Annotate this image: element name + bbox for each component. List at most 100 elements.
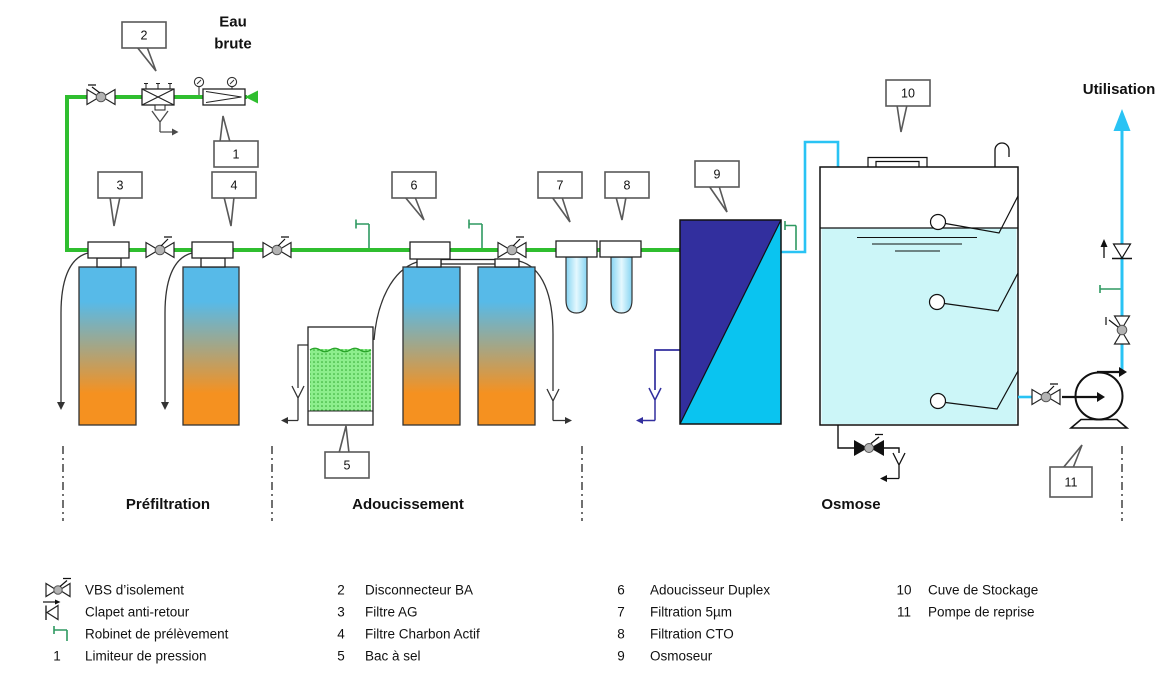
valve-handle <box>277 236 289 247</box>
valve-handle <box>88 84 101 94</box>
manhole <box>867 156 928 167</box>
isolation-valve <box>1105 315 1131 345</box>
raw-water-inlet-arrow <box>245 90 258 104</box>
check-valve-icon <box>43 599 61 621</box>
test-cocks <box>144 83 172 89</box>
brine-line <box>373 261 418 341</box>
down-arrow-icon <box>57 402 65 410</box>
flow-arrow-icon <box>1119 367 1127 377</box>
pressure-limiter <box>193 76 246 106</box>
legend-label: Disconnecteur BA <box>365 583 473 598</box>
filtration-5um <box>555 240 598 314</box>
right-arrow-icon <box>172 128 179 136</box>
vbs-valve <box>262 236 292 259</box>
callout-9: 9 <box>694 160 740 213</box>
float-switch <box>929 370 1019 410</box>
legend-label: Cuve de Stockage <box>928 583 1038 598</box>
legend-label: Filtration CTO <box>650 627 734 642</box>
vbs-valve <box>497 236 527 259</box>
right-arrow-icon <box>565 417 572 424</box>
legend-label: Clapet anti-retour <box>85 605 190 620</box>
callout-number: 6 <box>411 179 418 193</box>
sampling-tap-icon <box>1099 285 1121 293</box>
valve-handle <box>870 433 883 445</box>
softener-duplex <box>402 241 536 426</box>
check-valve <box>1100 239 1132 260</box>
callout-3: 3 <box>97 171 143 227</box>
callout-number: 10 <box>901 87 915 101</box>
osmosis-unit <box>679 219 782 425</box>
stored-water <box>821 228 1017 424</box>
callout-number: 4 <box>231 179 238 193</box>
softener-drain <box>518 260 572 424</box>
legend-label: Robinet de prélèvement <box>85 627 229 642</box>
vbs-valve <box>86 84 116 106</box>
filtration-cto <box>599 240 642 314</box>
callout-number: 2 <box>141 29 148 43</box>
raw-water-label-line2: brute <box>214 36 252 53</box>
callout-number: 1 <box>233 148 240 162</box>
filter-cto-tank-drain <box>161 252 193 410</box>
legend: 1 VBS d’isolement Clapet anti-retour Rob… <box>43 577 1038 664</box>
callout-10: 10 <box>885 79 931 133</box>
vbs-valve <box>145 236 175 259</box>
callout-number: 9 <box>714 168 721 182</box>
legend-label: Limiteur de pression <box>85 649 207 664</box>
float-switch <box>928 272 1019 312</box>
storage-tank-drain <box>837 425 906 482</box>
legend-number: 7 <box>617 605 625 620</box>
sampling-tap-icon <box>784 221 797 250</box>
salt-tank-drain <box>281 344 308 424</box>
filter-ag-tank <box>78 241 137 426</box>
sampling-tap-icon <box>468 219 483 248</box>
pump-base <box>1068 418 1130 429</box>
legend-label: Bac à sel <box>365 649 421 664</box>
sampling-tap-icon <box>355 219 370 248</box>
legend-label: Filtre AG <box>365 605 418 620</box>
section-label-osmose: Osmose <box>821 496 880 513</box>
legend-label: Filtre Charbon Actif <box>365 627 480 642</box>
sampling-tap-icon <box>53 626 68 641</box>
float-switch <box>929 195 1019 234</box>
section-label-prefiltration: Préfiltration <box>126 496 210 513</box>
cartridge <box>610 256 633 314</box>
left-arrow-icon <box>636 417 643 424</box>
legend-number: 11 <box>897 605 911 620</box>
permeate-pipe <box>781 140 840 254</box>
vbs-valve-icon <box>45 577 71 598</box>
down-arrow-icon <box>161 402 169 410</box>
legend-label: Adoucisseur Duplex <box>650 583 770 598</box>
legend-label: VBS d’isolement <box>85 583 184 598</box>
salt-tank <box>307 326 374 426</box>
left-arrow-icon <box>281 417 288 424</box>
callout-4: 4 <box>211 171 257 227</box>
callout-6: 6 <box>391 171 437 221</box>
callout-5: 5 <box>324 425 370 479</box>
legend-number: 8 <box>617 627 625 642</box>
legend-number: 6 <box>617 583 625 598</box>
vbs-valve <box>1031 383 1061 406</box>
callout-7: 7 <box>537 171 583 223</box>
utilisation-label: Utilisation <box>1083 81 1156 98</box>
water-surface-lines <box>857 237 977 252</box>
valve-handle <box>1105 317 1119 328</box>
section-label-adoucissement: Adoucissement <box>352 496 464 513</box>
pump <box>1062 367 1130 429</box>
callout-8: 8 <box>604 171 650 221</box>
legend-number: 4 <box>337 627 345 642</box>
valve-handle <box>160 236 172 247</box>
callout-2: 2 <box>121 21 167 72</box>
pressure-gauge-icon <box>193 76 205 95</box>
legend-label: Pompe de reprise <box>928 605 1035 620</box>
storage-tank <box>819 142 1019 426</box>
legend-label: Osmoseur <box>650 649 713 664</box>
left-arrow-icon <box>880 475 887 482</box>
legend-label: Filtration 5µm <box>650 605 732 620</box>
callout-11: 11 <box>1049 444 1093 498</box>
disconnector-ba <box>141 83 175 111</box>
filter-ag-drain <box>57 252 89 410</box>
valve-handle <box>1046 383 1058 394</box>
legend-number: 9 <box>617 649 625 664</box>
